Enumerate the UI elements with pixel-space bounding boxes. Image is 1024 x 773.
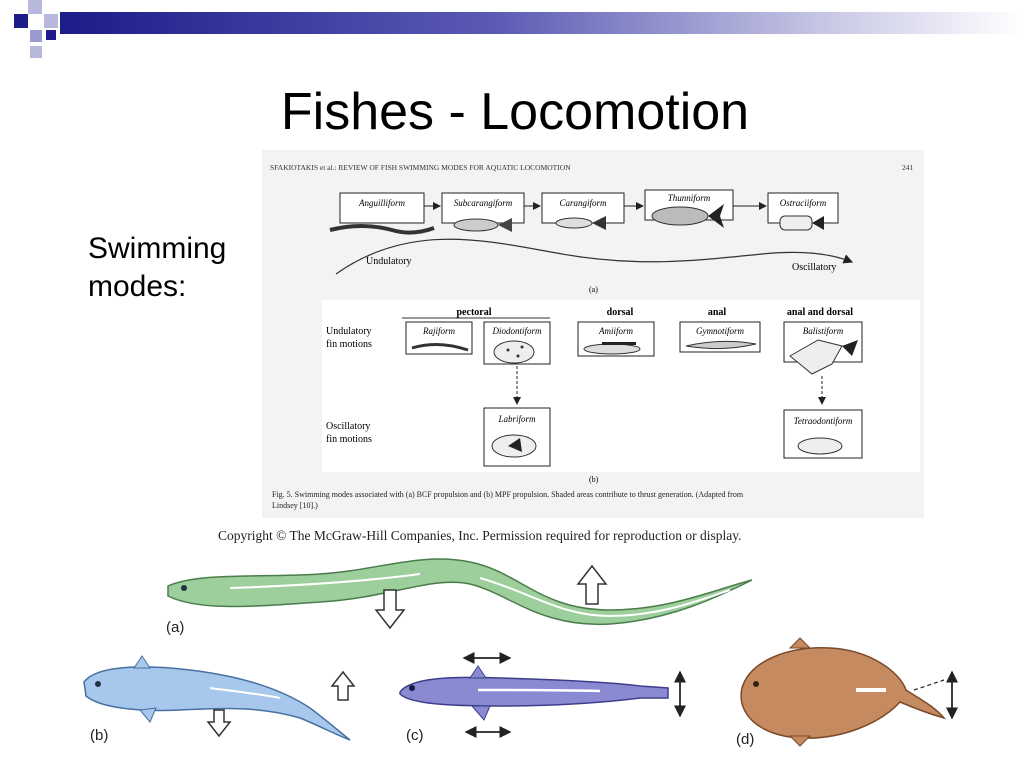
bcf-box-ostraciiform: Ostraciiform <box>767 192 839 231</box>
paper-figure-svg: SFAKIOTAKIS et al.: REVIEW OF FISH SWIMM… <box>270 163 920 510</box>
axis-left-label: Undulatory <box>366 256 412 267</box>
lower-illustration-svg: (a) (b) (c) <box>83 558 958 748</box>
bcf-box-thunniform: Thunniform <box>644 189 734 228</box>
blue-fish-illustration <box>83 655 356 741</box>
axis-right-label: Oscillatory <box>792 262 836 273</box>
corner-square-light <box>44 14 58 28</box>
figure-caption: Fig. 5. Swimming modes associated with (… <box>272 490 744 499</box>
bcf-box-anguilliform: Anguilliform <box>329 192 435 235</box>
corner-square-navy <box>14 14 28 28</box>
mpf-box-labriform: Labriform <box>483 407 551 467</box>
mpf-mode-label: Rajiform <box>422 326 456 336</box>
panel-label: (a) <box>589 285 598 294</box>
mpf-mode-label: Diodontiform <box>491 326 542 336</box>
running-head: SFAKIOTAKIS et al.: REVIEW OF FISH SWIMM… <box>270 163 571 172</box>
side-text-line: Swimming <box>88 232 227 265</box>
side-text: Swimming modes: <box>88 230 226 306</box>
mpf-box-amiiform: Amiiform <box>577 321 655 357</box>
bcf-mode-label: Carangiform <box>559 198 607 208</box>
bcf-mode-label: Ostraciiform <box>780 198 827 208</box>
paper-figure: SFAKIOTAKIS et al.: REVIEW OF FISH SWIMM… <box>262 150 924 518</box>
bcf-box-subcarangiform: Subcarangiform <box>441 192 525 232</box>
mpf-mode-label: Tetraodontiform <box>794 416 853 426</box>
bcf-mode-label: Thunniform <box>668 193 711 203</box>
mpf-box-tetraodontiform: Tetraodontiform <box>783 409 863 459</box>
fin-group-label: dorsal <box>607 307 634 318</box>
corner-square-light <box>30 30 42 42</box>
mpf-box-gymnotiform: Gymnotiform <box>679 321 761 353</box>
title-gradient-bar <box>60 12 1024 34</box>
corner-square-navy <box>46 30 56 40</box>
row-label: fin motions <box>326 434 372 445</box>
copyright-notice: Copyright © The McGraw-Hill Companies, I… <box>218 528 742 543</box>
lower-illustration: (a) (b) (c) <box>0 548 1024 768</box>
purple-fish-illustration <box>399 652 686 738</box>
panel-label: (b) <box>589 475 599 484</box>
figure-caption: Lindsey [10].) <box>272 501 318 510</box>
page-title: Fishes - Locomotion <box>280 83 750 141</box>
figure-panel-label: (b) <box>90 727 108 744</box>
bcf-box-carangiform: Carangiform <box>541 192 625 230</box>
mpf-mode-label: Amiiform <box>598 326 634 336</box>
eel-illustration <box>167 558 753 630</box>
mpf-mode-label: Gymnotiform <box>696 326 744 336</box>
row-label: Oscillatory <box>326 421 370 432</box>
mpf-mode-label: Balistiform <box>803 326 844 336</box>
mpf-box-diodontiform: Diodontiform <box>483 321 551 365</box>
undulatory-oscillatory-wave <box>335 238 854 275</box>
figure-panel-label: (a) <box>166 619 184 636</box>
page-number: 241 <box>902 163 914 172</box>
figure-panel-label: (c) <box>406 727 424 744</box>
fin-group-label: pectoral <box>457 307 492 318</box>
brown-fish-illustration <box>740 637 958 747</box>
bcf-mode-label: Subcarangiform <box>454 198 513 208</box>
fin-group-label: anal <box>708 307 727 318</box>
side-text-line: modes: <box>88 270 187 303</box>
row-label: fin motions <box>326 339 372 350</box>
row-label: Undulatory <box>326 326 372 337</box>
mpf-mode-label: Labriform <box>497 414 536 424</box>
fin-group-label: anal and dorsal <box>787 307 853 318</box>
mpf-box-rajiform: Rajiform <box>405 321 473 355</box>
bcf-mode-label: Anguilliform <box>358 198 406 208</box>
figure-panel-label: (d) <box>736 731 754 748</box>
corner-square-light <box>28 0 42 14</box>
corner-square-light <box>30 46 42 58</box>
mpf-box-balistiform: Balistiform <box>783 321 863 375</box>
